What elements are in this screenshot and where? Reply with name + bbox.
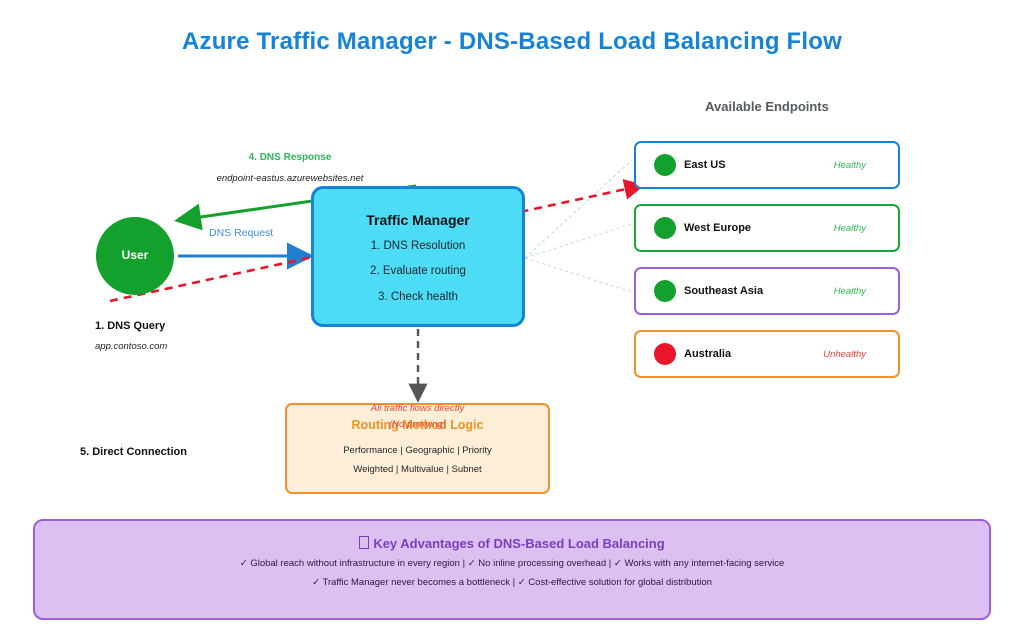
endpoint-status-badge: Healthy	[833, 286, 866, 297]
endpoint-name: West Europe	[684, 222, 752, 234]
traffic-manager-step-3: 3. Check health	[378, 291, 458, 303]
connector-westeurope	[524, 223, 633, 259]
routing-method-title: Routing Method Logic	[351, 418, 484, 432]
user-node	[96, 217, 174, 295]
routing-overlay-line-1: All traffic flows directly	[370, 403, 465, 414]
key-advantages-title-text: Key Advantages of DNS-Based Load Balanci…	[373, 536, 665, 551]
connector-southeastasia	[524, 257, 633, 293]
endpoint-status-badge: Healthy	[833, 160, 866, 171]
endpoint-status-badge: Healthy	[833, 223, 866, 234]
endpoint-health-dot-icon	[654, 154, 676, 176]
key-advantages-line-2: ✓ Traffic Manager never becomes a bottle…	[312, 577, 712, 588]
routing-methods-line-1: Performance | Geographic | Priority	[343, 445, 492, 456]
page-title: Azure Traffic Manager - DNS-Based Load B…	[181, 28, 843, 55]
routing-methods-line-2: Weighted | Multivalue | Subnet	[353, 464, 482, 475]
dns-query-step-label: 1. DNS Query	[95, 320, 166, 332]
endpoint-card[interactable]	[634, 204, 900, 252]
traffic-manager-step-1: 1. DNS Resolution	[370, 240, 466, 252]
routing-overlay-line-2: (No proxying)	[388, 419, 447, 430]
traffic-manager-step-2: 2. Evaluate routing	[370, 265, 466, 277]
endpoint-health-dot-icon	[654, 217, 676, 239]
traffic-manager-title: Traffic Manager	[366, 212, 470, 228]
traffic-manager-box	[311, 186, 525, 327]
routing-method-box	[285, 403, 550, 494]
key-advantages-line-1: ✓ Global reach without infrastructure in…	[239, 558, 785, 569]
missing-glyph-icon	[359, 536, 370, 549]
endpoint-name: East US	[684, 159, 726, 171]
endpoint-status-badge: Unhealthy	[823, 349, 866, 360]
connector-eastus	[524, 159, 633, 259]
endpoint-card[interactable]	[634, 330, 900, 378]
endpoint-health-dot-icon	[654, 343, 676, 365]
endpoints-panel-heading: Available Endpoints	[705, 99, 829, 114]
endpoint-health-dot-icon	[654, 280, 676, 302]
dns-response-label: 4. DNS Response	[248, 152, 332, 163]
user-label: User	[121, 248, 149, 262]
endpoint-name: Australia	[684, 348, 732, 360]
key-advantages-box	[33, 519, 991, 620]
endpoint-name: Southeast Asia	[684, 285, 764, 297]
dns-request-label: DNS Request	[209, 227, 274, 239]
key-advantages-title: Key Advantages of DNS-Based Load Balanci…	[33, 536, 991, 551]
endpoint-card[interactable]	[634, 267, 900, 315]
dns-query-domain-label: app.contoso.com	[95, 341, 168, 352]
direct-connection-step-label: 5. Direct Connection	[80, 446, 187, 458]
endpoint-fqdn-label: endpoint-eastus.azurewebsites.net	[216, 173, 364, 184]
endpoint-card[interactable]	[634, 141, 900, 189]
